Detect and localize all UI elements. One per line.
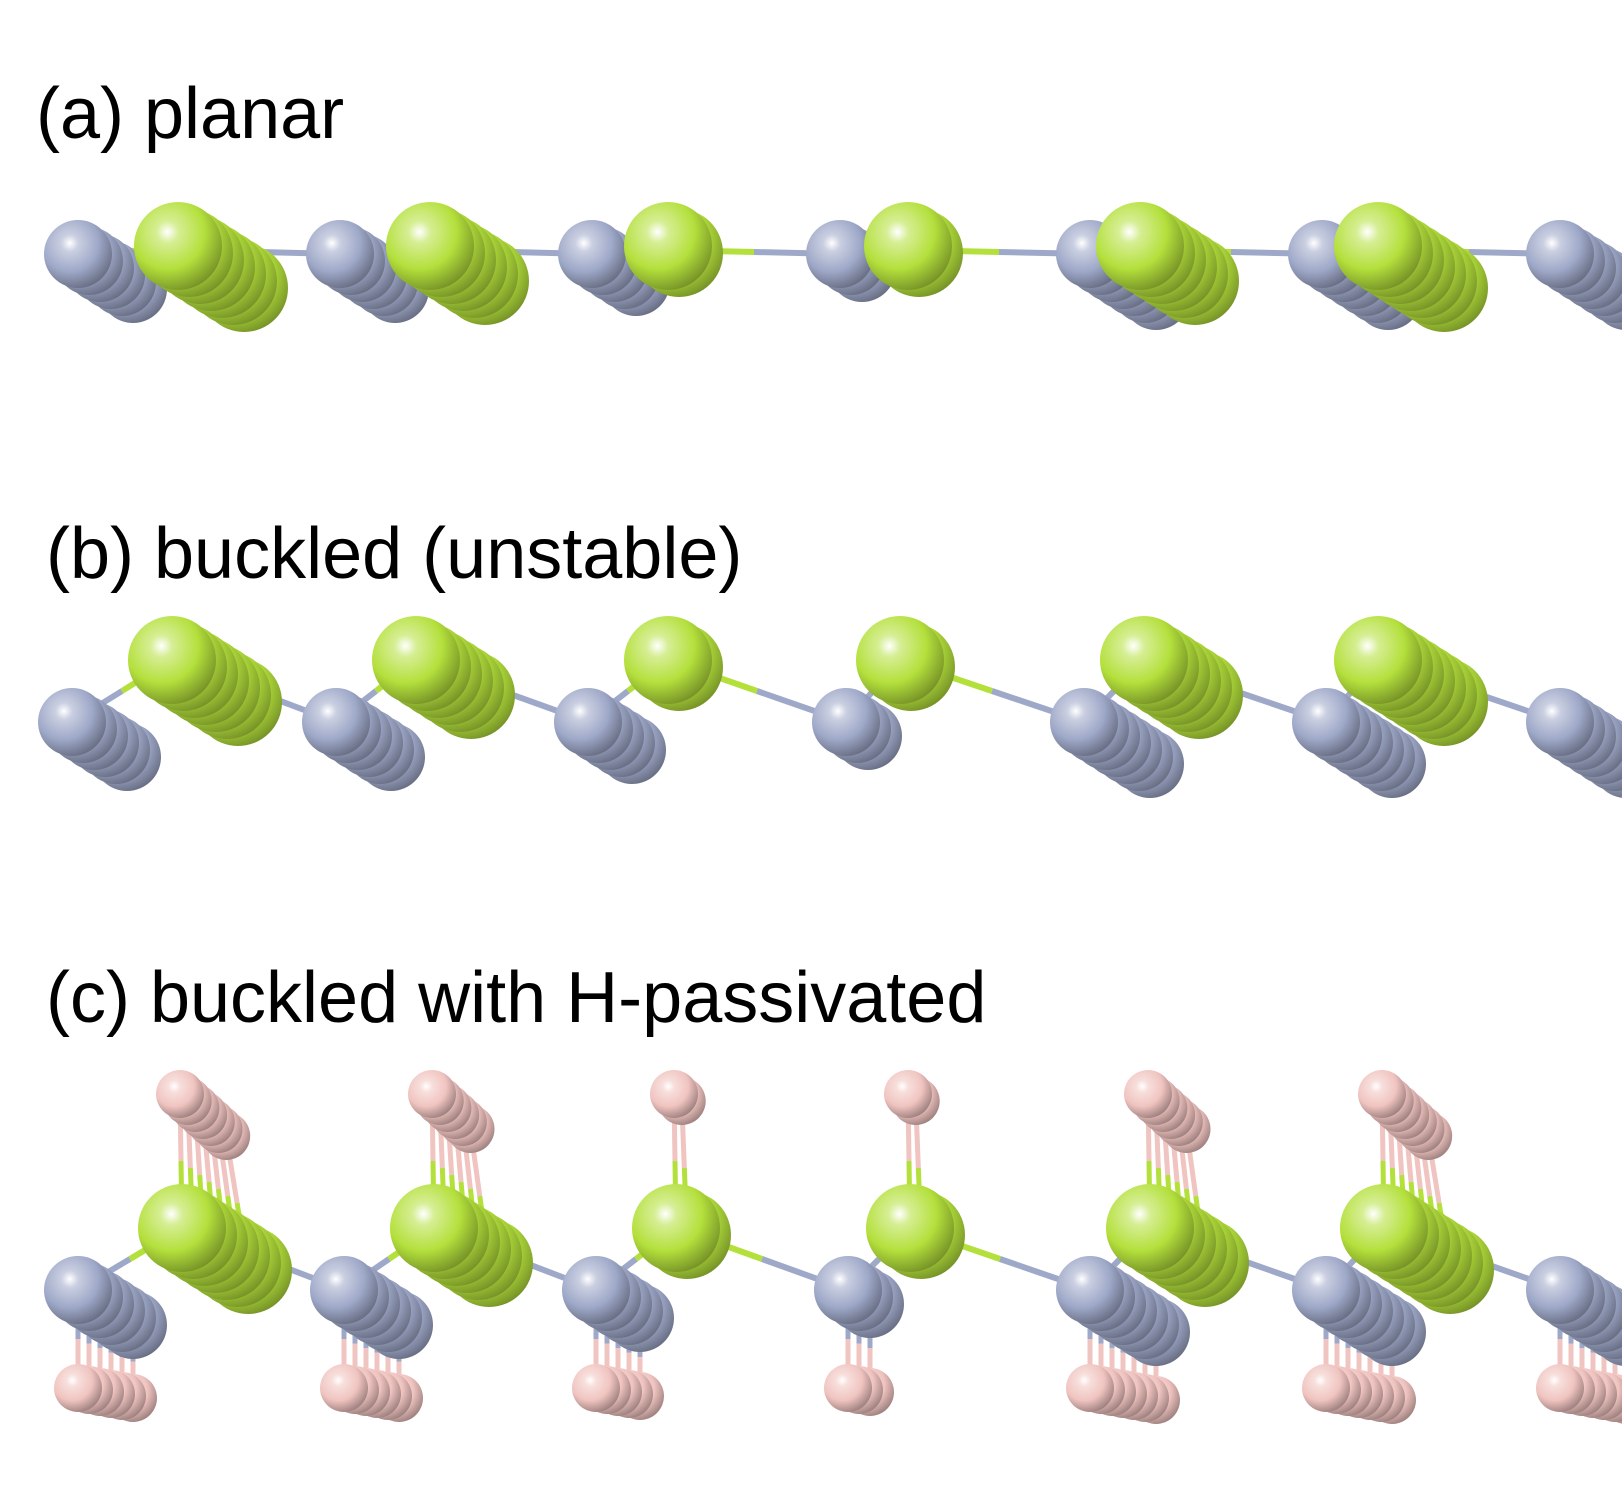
green-atom — [1334, 616, 1422, 704]
green-atom — [372, 616, 460, 704]
panel-c-structure — [44, 1070, 1622, 1424]
blue-atom — [1056, 1256, 1124, 1324]
panel-c-label: (c) buckled with H-passivated — [46, 958, 987, 1038]
h-atom — [54, 1364, 102, 1412]
blue-atom — [1292, 1256, 1360, 1324]
green-atom — [1096, 202, 1184, 290]
green-atom — [1106, 1184, 1194, 1272]
green-atom — [1334, 202, 1422, 290]
h-atom — [320, 1364, 368, 1412]
green-atom — [856, 616, 944, 704]
blue-atom — [558, 220, 626, 288]
blue-atom — [310, 1256, 378, 1324]
h-atom — [572, 1364, 620, 1412]
blue-atom — [44, 1256, 112, 1324]
green-atom — [386, 202, 474, 290]
green-atom — [624, 616, 712, 704]
blue-atom — [1526, 688, 1594, 756]
blue-atom — [1526, 220, 1594, 288]
blue-atom — [44, 220, 112, 288]
blue-atom — [1050, 688, 1118, 756]
green-atom — [134, 202, 222, 290]
panel-a-structure — [44, 202, 1622, 332]
h-atom — [824, 1364, 872, 1412]
blue-atom — [562, 1256, 630, 1324]
h-atom — [1302, 1364, 1350, 1412]
blue-atom — [1292, 688, 1360, 756]
panel-a-label: (a) planar — [36, 74, 345, 154]
blue-atom — [302, 688, 370, 756]
blue-atom — [806, 220, 874, 288]
green-atom — [1340, 1184, 1428, 1272]
green-atom — [1100, 616, 1188, 704]
blue-atom — [1526, 1256, 1594, 1324]
h-atom — [1536, 1364, 1584, 1412]
green-atom — [632, 1184, 720, 1272]
h-atom — [650, 1070, 698, 1118]
h-atom — [1358, 1070, 1406, 1118]
green-atom — [138, 1184, 226, 1272]
panel-b-label: (b) buckled (unstable) — [46, 514, 743, 594]
green-atom — [128, 616, 216, 704]
blue-atom — [814, 1256, 882, 1324]
blue-atom — [306, 220, 374, 288]
green-atom — [864, 202, 952, 290]
blue-atom — [554, 688, 622, 756]
green-atom — [866, 1184, 954, 1272]
h-atom — [1066, 1364, 1114, 1412]
h-atom — [156, 1070, 204, 1118]
green-atom — [390, 1184, 478, 1272]
panel-b-structure — [38, 616, 1622, 798]
h-atom — [408, 1070, 456, 1118]
h-atom — [884, 1070, 932, 1118]
blue-atom — [38, 688, 106, 756]
h-atom — [1124, 1070, 1172, 1118]
green-atom — [624, 202, 712, 290]
blue-atom — [812, 688, 880, 756]
